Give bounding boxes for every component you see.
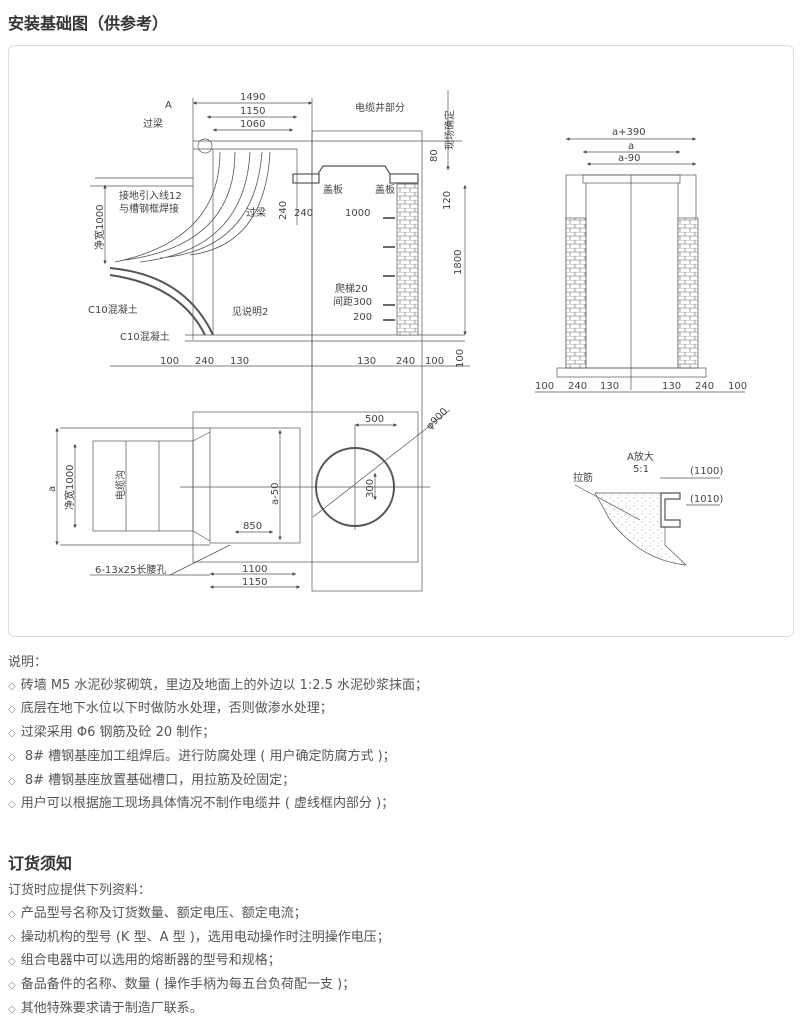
dimension-label: a bbox=[628, 141, 634, 152]
dimension-label: 盖板 bbox=[375, 183, 395, 196]
dimension-label: 240 bbox=[396, 356, 415, 367]
dimension-label: (1100) bbox=[690, 466, 723, 477]
note-item: ◇过梁采用 Φ6 钢筋及砼 20 制作； bbox=[8, 725, 216, 741]
dimension-label: a bbox=[47, 486, 58, 492]
dimension-label: 100 bbox=[425, 356, 444, 367]
dimension-label: a-90 bbox=[618, 153, 640, 164]
dimension-label: 100 bbox=[160, 356, 179, 367]
order-section: 订货时应提供下列资料： ◇产品型号名称及订货数量、额定电压、额定电流； ◇操动机… bbox=[8, 880, 390, 1022]
diamond-bullet-icon: ◇ bbox=[8, 751, 16, 763]
dimension-label: 500 bbox=[365, 414, 384, 425]
dimension-label: 1150 bbox=[242, 577, 267, 588]
dimension-label: 1060 bbox=[240, 119, 265, 130]
note-item: ◇砖墙 M5 水泥砂浆砌筑，里边及地面上的外边以 1:2.5 水泥砂浆抹面； bbox=[8, 677, 429, 693]
notes-heading: 说明： bbox=[8, 655, 48, 670]
dimension-label: 拉筋 bbox=[573, 471, 593, 484]
dimension-label: 6-13x25长腰孔 bbox=[95, 564, 166, 576]
order-intro: 订货时应提供下列资料： bbox=[8, 883, 152, 898]
dimension-label: 1000 bbox=[345, 208, 370, 219]
right-elevation bbox=[535, 137, 745, 393]
plan-view bbox=[55, 409, 451, 589]
dimension-label: 接地引入线12 bbox=[119, 189, 182, 202]
note-item: ◇用户可以根据施工现场具体情况不制作电缆井 ( 虚线框内部分 )； bbox=[8, 796, 395, 812]
order-item: ◇组合电器中可以选用的熔断器的型号和规格； bbox=[8, 953, 281, 969]
dimension-label: 100 bbox=[455, 349, 466, 368]
dimension-label: 130 bbox=[662, 381, 681, 392]
dimension-label: 100 bbox=[535, 381, 554, 392]
order-item: ◇备品备件的名称、数量 ( 操作手柄为每五台负荷配一支 )； bbox=[8, 977, 356, 993]
dimension-label: 200 bbox=[353, 312, 372, 323]
notes-section: 说明： ◇砖墙 M5 水泥砂浆砌筑，里边及地面上的外边以 1:2.5 水泥砂浆抹… bbox=[8, 652, 428, 817]
dimension-label: 240 bbox=[195, 356, 214, 367]
diamond-bullet-icon: ◇ bbox=[8, 680, 16, 692]
installation-foundation-drawing: A 过梁 1490 1150 1060 电缆井部分 现场确定 80 接地引入线1… bbox=[47, 90, 747, 592]
dimension-label: 240 bbox=[294, 208, 313, 219]
dimension-label: 过梁 bbox=[246, 206, 266, 219]
dimension-label: 120 bbox=[442, 191, 453, 210]
diamond-bullet-icon: ◇ bbox=[8, 704, 16, 716]
dimension-label: 130 bbox=[230, 356, 249, 367]
diamond-bullet-icon: ◇ bbox=[8, 956, 16, 968]
dimension-label: 电缆沟 bbox=[114, 470, 127, 500]
dimension-label: 1800 bbox=[453, 250, 464, 275]
note-item: ◇底层在地下水位以下时做防水处理，否则做渗水处理； bbox=[8, 701, 333, 717]
dimension-label: 爬梯20 bbox=[335, 282, 368, 295]
dimension-label: a+390 bbox=[612, 127, 646, 138]
diamond-bullet-icon: ◇ bbox=[8, 908, 16, 920]
diagram-panel bbox=[8, 45, 794, 637]
order-item: ◇操动机构的型号 (K 型、A 型 )，选用电动操作时注明操作电压； bbox=[8, 929, 390, 945]
dimension-label: 240 bbox=[568, 381, 587, 392]
order-item: ◇其他特殊要求请于制造厂联系。 bbox=[8, 1000, 203, 1016]
detail-a bbox=[574, 477, 720, 566]
dimension-label: 过梁 bbox=[143, 117, 163, 130]
diamond-bullet-icon: ◇ bbox=[8, 728, 16, 740]
dimension-label: 见说明2 bbox=[232, 305, 268, 318]
dimension-label: 5:1 bbox=[633, 464, 649, 475]
dimension-label: 1490 bbox=[240, 92, 265, 103]
dimension-label: 现场确定 bbox=[443, 110, 456, 150]
dimension-label: 电缆井部分 bbox=[355, 101, 405, 114]
dimension-label: 净宽1000 bbox=[93, 205, 106, 250]
dimension-label: 130 bbox=[600, 381, 619, 392]
dimension-label: 80 bbox=[429, 149, 440, 162]
note-item: ◇ 8# 槽钢基座加工组焊后。进行防腐处理 ( 用户确定防腐方式 )； bbox=[8, 748, 396, 764]
dimension-label: 盖板 bbox=[323, 183, 343, 196]
diamond-bullet-icon: ◇ bbox=[8, 1003, 16, 1015]
dimension-label: 与槽钢框焊接 bbox=[119, 202, 179, 215]
order-item: ◇产品型号名称及订货数量、额定电压、额定电流； bbox=[8, 905, 307, 921]
dimension-label: 300 bbox=[365, 479, 376, 498]
page-title: 安装基础图（供参考） bbox=[8, 14, 169, 33]
dimension-label: 净宽1000 bbox=[63, 465, 76, 510]
dimension-label: (1010) bbox=[690, 494, 723, 505]
dimension-label: 240 bbox=[278, 201, 289, 220]
diamond-bullet-icon: ◇ bbox=[8, 775, 16, 787]
dimension-label: 间距300 bbox=[333, 295, 372, 308]
dimension-label: C10混凝土 bbox=[120, 330, 170, 343]
dimension-label: φ900 bbox=[424, 406, 450, 432]
dimension-label: A放大 bbox=[627, 450, 654, 463]
dimension-label: 1150 bbox=[240, 106, 265, 117]
dimension-label: A bbox=[165, 100, 172, 111]
dimension-label: 240 bbox=[695, 381, 714, 392]
dimension-label: 1100 bbox=[242, 564, 267, 575]
dimension-label: 850 bbox=[243, 521, 262, 532]
dimension-label: a-50 bbox=[270, 483, 281, 505]
dimension-label: 130 bbox=[357, 356, 376, 367]
diamond-bullet-icon: ◇ bbox=[8, 799, 16, 811]
dimension-label: 100 bbox=[728, 381, 747, 392]
left-elevation bbox=[90, 90, 470, 592]
dimension-label: C10混凝土 bbox=[88, 303, 138, 316]
diamond-bullet-icon: ◇ bbox=[8, 980, 16, 992]
order-heading: 订货须知 bbox=[8, 854, 73, 873]
diamond-bullet-icon: ◇ bbox=[8, 932, 16, 944]
note-item: ◇ 8# 槽钢基座放置基础槽口，用拉筋及砼固定； bbox=[8, 772, 296, 788]
